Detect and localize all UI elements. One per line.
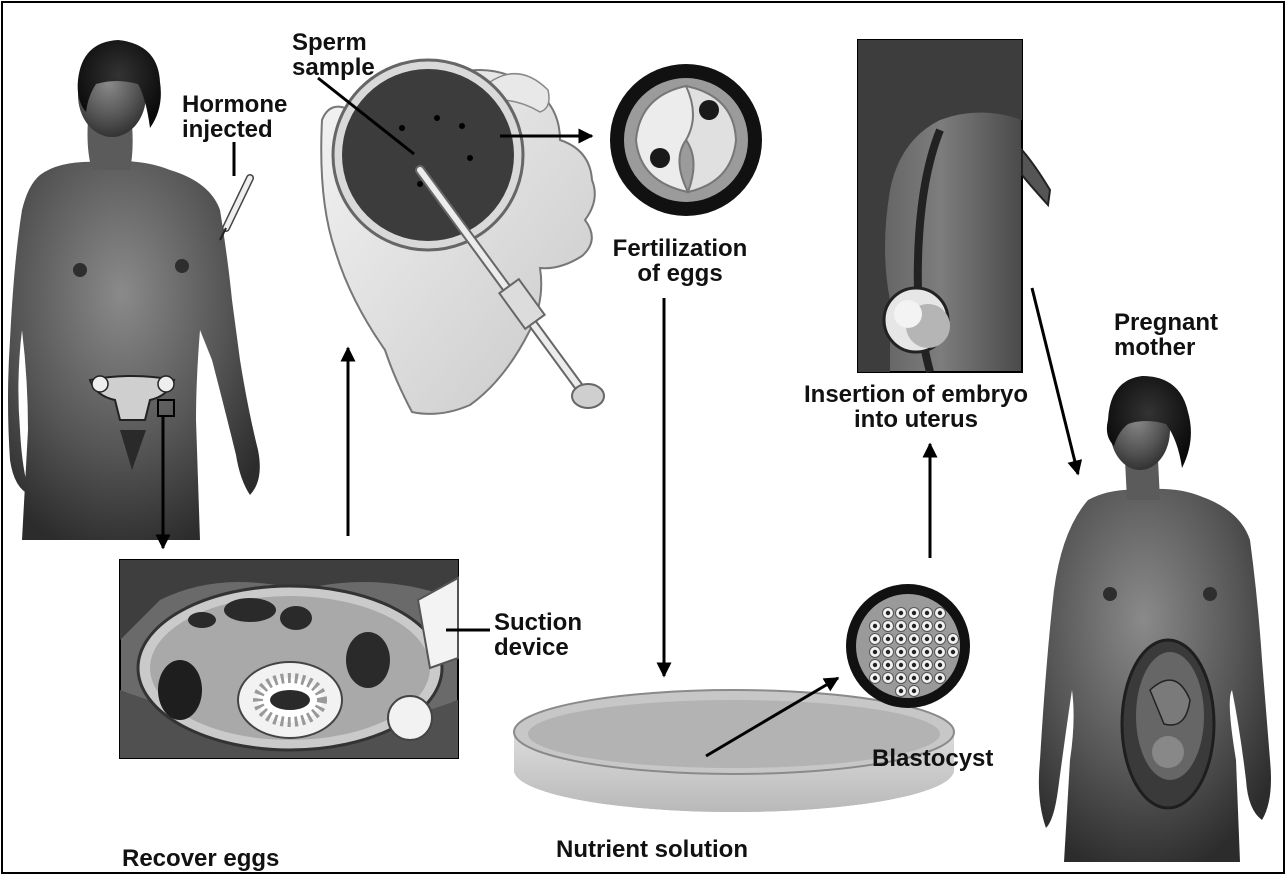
blastocyst-cell-nucleus — [873, 624, 877, 628]
blastocyst-cell-nucleus — [912, 663, 916, 667]
blastocyst-cell-nucleus — [912, 624, 916, 628]
nutrient-solution-label: Nutrient solution — [556, 837, 748, 862]
blastocyst-cell-nucleus — [912, 637, 916, 641]
blastocyst-cell-nucleus — [873, 663, 877, 667]
blastocyst-cell-nucleus — [899, 611, 903, 615]
suction-device-line1: Suction — [494, 610, 582, 635]
blastocyst-cell-nucleus — [899, 637, 903, 641]
recover-eggs-label: Recover eggs — [122, 846, 279, 871]
blastocyst-cell-nucleus — [925, 637, 929, 641]
sperm-sample-line2: sample — [292, 55, 375, 80]
uterus-inset — [858, 40, 1050, 372]
pregnant-mother-line2: mother — [1114, 335, 1218, 360]
blastocyst-cell-nucleus — [938, 611, 942, 615]
blastocyst-cell-nucleus — [912, 611, 916, 615]
blastocyst-cell — [846, 584, 970, 708]
blastocyst-cell-nucleus — [951, 637, 955, 641]
hormone-syringe — [220, 142, 250, 240]
blastocyst-cell-nucleus — [912, 689, 916, 693]
blastocyst-cell-nucleus — [886, 611, 890, 615]
blastocyst-cell-nucleus — [873, 676, 877, 680]
blastocyst-cell-nucleus — [938, 650, 942, 654]
blastocyst-cell-nucleus — [899, 689, 903, 693]
insertion-line2: into uterus — [784, 407, 1048, 432]
pregnant-mother-line1: Pregnant — [1114, 310, 1218, 335]
blastocyst-cell-nucleus — [938, 637, 942, 641]
blastocyst-cell-nucleus — [912, 650, 916, 654]
sperm-sample-line1: Sperm — [292, 30, 375, 55]
fertilization-line1: Fertilization — [594, 236, 766, 261]
blastocyst-cell-nucleus — [912, 676, 916, 680]
blastocyst-cell-nucleus — [899, 663, 903, 667]
blastocyst-cell-nucleus — [925, 611, 929, 615]
blastocyst-cell-nucleus — [925, 624, 929, 628]
hormone-injected-line1: Hormone — [182, 92, 287, 117]
blastocyst-cell-nucleus — [899, 650, 903, 654]
blastocyst-cell-nucleus — [951, 650, 955, 654]
sperm-sample-label: Sperm sample — [292, 30, 375, 80]
blastocyst-cell-nucleus — [938, 676, 942, 680]
blastocyst-cell-nucleus — [899, 624, 903, 628]
hormone-injected-label: Hormone injected — [182, 92, 287, 142]
pregnant-mother-label: Pregnant mother — [1114, 310, 1218, 360]
fertilized-egg-two-cell — [610, 64, 762, 216]
blastocyst-cell-nucleus — [886, 663, 890, 667]
ovary-inset — [120, 560, 490, 758]
suction-device-label: Suction device — [494, 610, 582, 660]
fertilization-label: Fertilization of eggs — [594, 236, 766, 286]
blastocyst-cell-nucleus — [886, 624, 890, 628]
suction-device-line2: device — [494, 635, 582, 660]
hormone-injected-line2: injected — [182, 117, 287, 142]
blastocyst-cell-nucleus — [925, 650, 929, 654]
blastocyst-cell-nucleus — [886, 637, 890, 641]
insertion-line1: Insertion of embryo — [784, 382, 1048, 407]
woman-figure-pregnant — [1039, 376, 1271, 862]
blastocyst-cell-nucleus — [925, 663, 929, 667]
blastocyst-cell-nucleus — [938, 624, 942, 628]
blastocyst-cell-nucleus — [886, 676, 890, 680]
blastocyst-label: Blastocyst — [872, 746, 993, 771]
fertilization-line2: of eggs — [594, 261, 766, 286]
blastocyst-cell-nucleus — [938, 663, 942, 667]
blastocyst-cell-nucleus — [873, 650, 877, 654]
blastocyst-cell-nucleus — [886, 650, 890, 654]
blastocyst-cell-nucleus — [925, 676, 929, 680]
blastocyst-cell-nucleus — [899, 676, 903, 680]
blastocyst-cell-nucleus — [873, 637, 877, 641]
hand-with-petri-dish — [318, 60, 604, 414]
insertion-label: Insertion of embryo into uterus — [784, 382, 1048, 432]
